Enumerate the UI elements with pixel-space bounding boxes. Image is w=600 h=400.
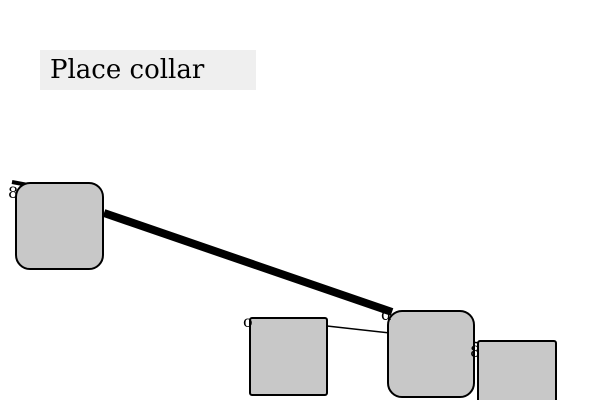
thick-connector[interactable] bbox=[102, 209, 394, 316]
handle-glyph-left: 8 bbox=[8, 183, 18, 202]
rounded-block-left[interactable] bbox=[15, 182, 104, 270]
handle-glyph-far-right: 8 bbox=[470, 342, 480, 361]
task-instruction: Place collar bbox=[40, 50, 256, 90]
handle-glyph-middle: o bbox=[243, 312, 253, 331]
handle-glyph-right: d bbox=[381, 305, 391, 324]
square-block-far-right[interactable] bbox=[477, 340, 557, 400]
rounded-block-right[interactable] bbox=[387, 310, 475, 398]
square-block-middle[interactable] bbox=[249, 317, 328, 396]
